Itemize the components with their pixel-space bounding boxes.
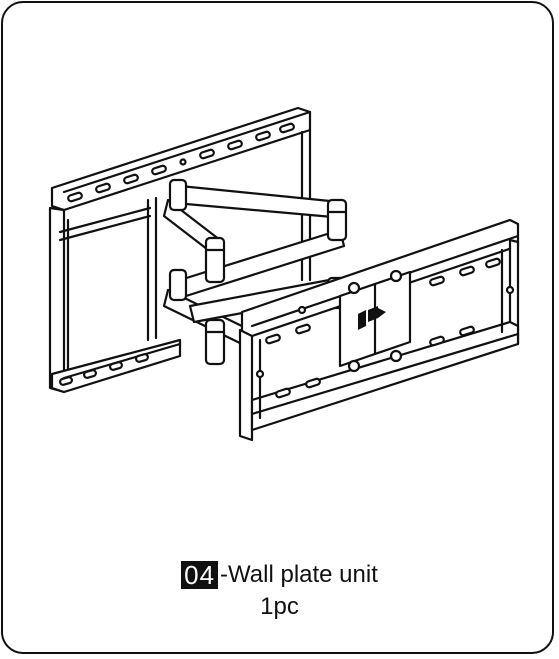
part-name: -Wall plate unit (220, 561, 378, 588)
part-title: 04 -Wall plate unit (181, 560, 378, 590)
part-caption: 04 -Wall plate unit 1pc (0, 560, 559, 622)
part-number-badge: 04 (181, 561, 219, 589)
part-quantity: 1pc (260, 593, 299, 620)
wall-mount-bracket-icon (48, 106, 520, 442)
